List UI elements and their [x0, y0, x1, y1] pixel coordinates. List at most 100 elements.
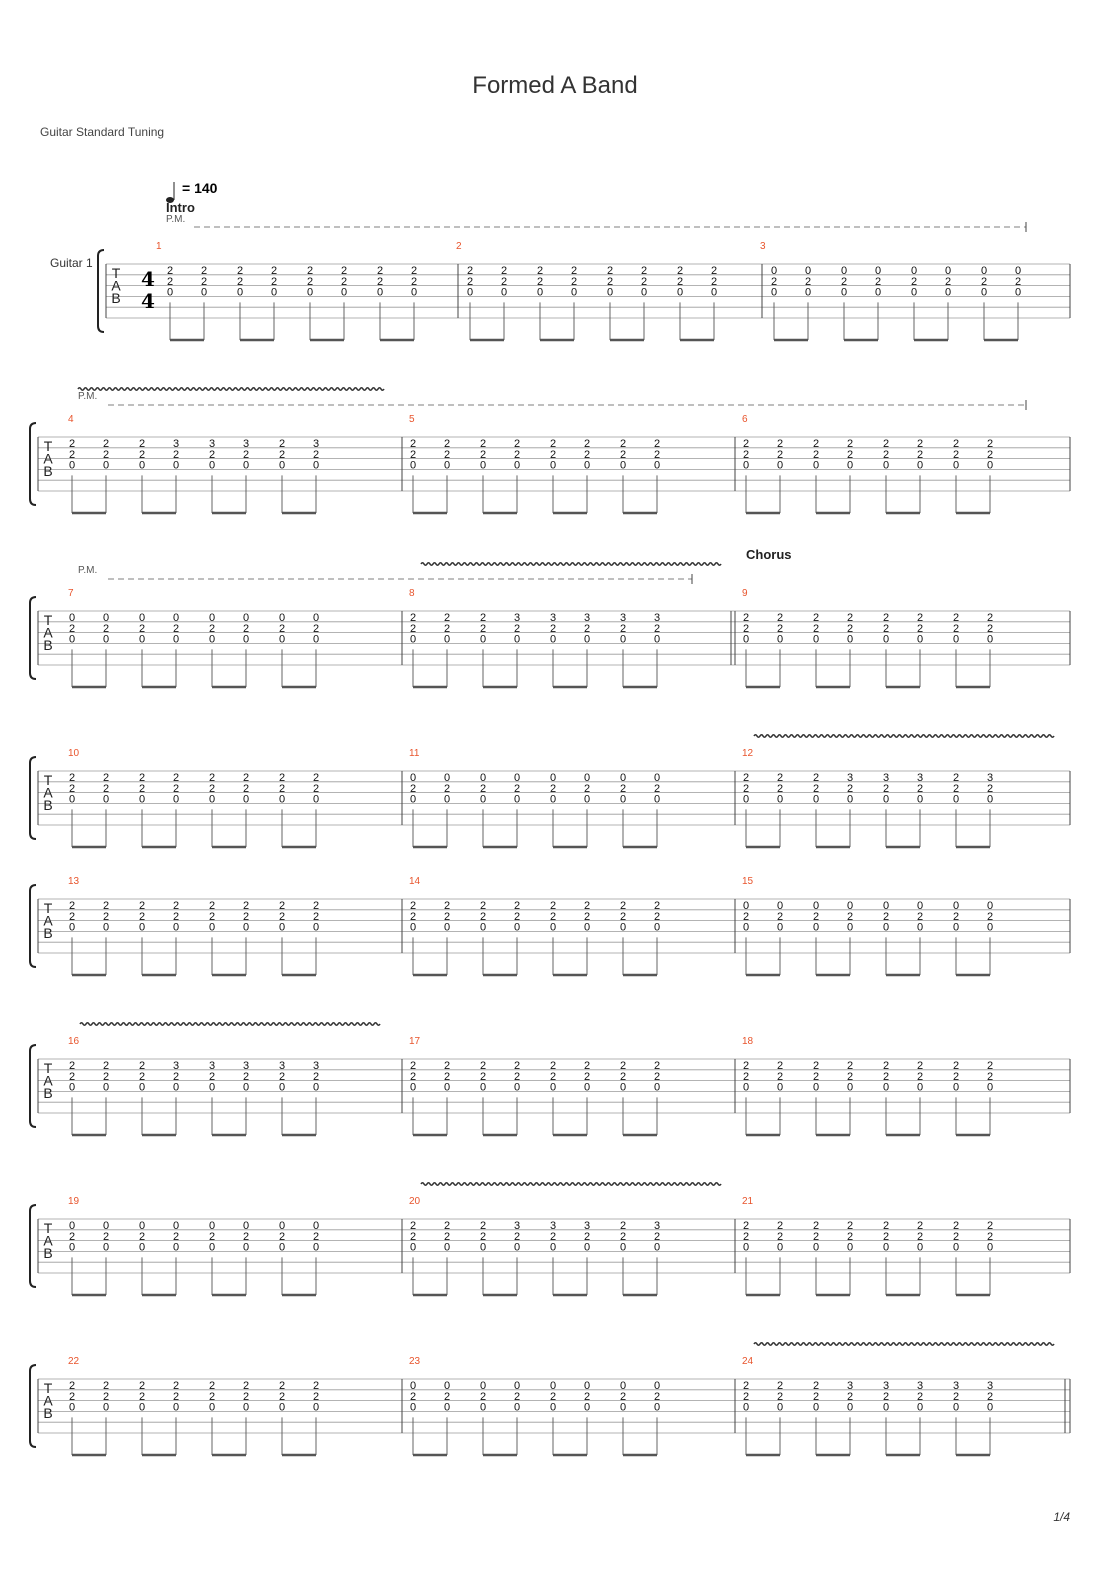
fret-number: 2	[743, 1391, 749, 1403]
fret-number: 0	[313, 1242, 319, 1254]
fret-number: 0	[777, 794, 783, 806]
fret-number: 0	[173, 1082, 179, 1094]
fret-number: 2	[654, 783, 660, 795]
fret-number: 0	[654, 1380, 660, 1392]
fret-number: 2	[620, 1391, 626, 1403]
fret-number: 2	[813, 623, 819, 635]
fret-number: 0	[777, 900, 783, 912]
fret-number: 2	[377, 276, 383, 288]
fret-number: 2	[69, 438, 75, 450]
fret-number: 3	[313, 1060, 319, 1072]
fret-number: 2	[883, 612, 889, 624]
song-title: Formed A Band	[472, 72, 638, 99]
fret-number: 0	[377, 287, 383, 299]
fret-number: 0	[243, 1220, 249, 1232]
fret-number: 2	[480, 911, 486, 923]
fret-number: 0	[139, 1242, 145, 1254]
fret-number: 0	[875, 265, 881, 277]
fret-number: 2	[953, 623, 959, 635]
fret-number: 0	[584, 1380, 590, 1392]
fret-number: 0	[883, 794, 889, 806]
fret-number: 0	[917, 922, 923, 934]
fret-number: 0	[313, 460, 319, 472]
fret-number: 0	[410, 1082, 416, 1094]
fret-number: 2	[410, 1231, 416, 1243]
fret-number: 2	[103, 772, 109, 784]
fret-number: 2	[987, 449, 993, 461]
measure-number: 11	[409, 748, 420, 759]
measure-number: 2	[456, 241, 462, 252]
fret-number: 0	[444, 1082, 450, 1094]
fret-number: 0	[813, 1402, 819, 1414]
fret-number: 2	[813, 1391, 819, 1403]
tab-clef-letter: A	[111, 278, 121, 294]
fret-number: 0	[987, 1242, 993, 1254]
fret-number: 0	[69, 612, 75, 624]
fret-number: 0	[480, 1402, 486, 1414]
fret-number: 0	[917, 794, 923, 806]
measure-number: 6	[742, 414, 748, 425]
fret-number: 2	[173, 1071, 179, 1083]
fret-number: 0	[410, 1242, 416, 1254]
fret-number: 2	[584, 449, 590, 461]
fret-number: 2	[514, 783, 520, 795]
fret-number: 2	[243, 900, 249, 912]
fret-number: 2	[444, 1231, 450, 1243]
fret-number: 0	[69, 1082, 75, 1094]
fret-number: 2	[69, 772, 75, 784]
fret-number: 2	[743, 623, 749, 635]
fret-number: 2	[313, 449, 319, 461]
fret-number: 2	[550, 449, 556, 461]
fret-number: 2	[841, 276, 847, 288]
fret-number: 3	[173, 438, 179, 450]
fret-number: 0	[103, 1220, 109, 1232]
fret-number: 2	[953, 1220, 959, 1232]
fret-number: 2	[777, 1220, 783, 1232]
tab-clef-letter: B	[43, 1405, 52, 1421]
fret-number: 0	[777, 922, 783, 934]
fret-number: 2	[209, 1391, 215, 1403]
fret-number: 0	[953, 1082, 959, 1094]
tab-clef-letter: T	[44, 772, 53, 788]
fret-number: 2	[1015, 276, 1021, 288]
tab-clef-letter: B	[43, 1085, 52, 1101]
fret-number: 0	[771, 265, 777, 277]
fret-number: 0	[201, 287, 207, 299]
fret-number: 2	[243, 449, 249, 461]
fret-number: 2	[271, 276, 277, 288]
fret-number: 2	[987, 911, 993, 923]
tab-clef-letter: B	[111, 290, 120, 306]
fret-number: 0	[514, 794, 520, 806]
fret-number: 2	[917, 783, 923, 795]
fret-number: 2	[953, 1071, 959, 1083]
fret-number: 0	[883, 922, 889, 934]
fret-number: 0	[103, 922, 109, 934]
measure-number: 5	[409, 414, 415, 425]
fret-number: 0	[480, 772, 486, 784]
fret-number: 0	[501, 287, 507, 299]
fret-number: 2	[480, 1060, 486, 1072]
fret-number: 0	[813, 794, 819, 806]
fret-number: 2	[444, 612, 450, 624]
fret-number: 0	[654, 794, 660, 806]
fret-number: 2	[813, 911, 819, 923]
fret-number: 0	[173, 1220, 179, 1232]
fret-number: 2	[377, 265, 383, 277]
fret-number: 2	[514, 1231, 520, 1243]
fret-number: 0	[987, 634, 993, 646]
fret-number: 2	[167, 265, 173, 277]
fret-number: 2	[279, 1380, 285, 1392]
fret-number: 2	[584, 1391, 590, 1403]
fret-number: 2	[847, 1060, 853, 1072]
fret-number: 2	[271, 265, 277, 277]
fret-number: 2	[743, 911, 749, 923]
fret-number: 2	[917, 911, 923, 923]
fret-number: 0	[743, 1242, 749, 1254]
fret-number: 0	[654, 1242, 660, 1254]
fret-number: 2	[654, 449, 660, 461]
fret-number: 0	[467, 287, 473, 299]
fret-number: 2	[313, 1380, 319, 1392]
fret-number: 3	[243, 438, 249, 450]
fret-number: 2	[677, 265, 683, 277]
fret-number: 2	[777, 1071, 783, 1083]
